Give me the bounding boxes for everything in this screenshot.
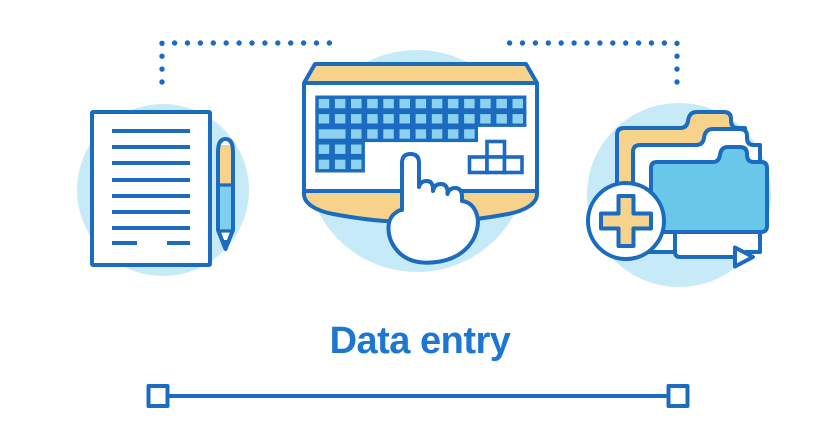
dotted-connector-left [159, 40, 334, 85]
hand-cursor-icon [386, 152, 480, 265]
pen-icon [216, 137, 235, 251]
arrow-keys-cluster [467, 139, 524, 175]
plus-icon [599, 194, 653, 248]
folder-front [649, 145, 769, 234]
arrowhead [733, 245, 755, 269]
keyboard-top-edge [302, 62, 539, 85]
baseline-slider [146, 384, 690, 408]
document-sheet [90, 110, 212, 267]
document-text-lines [112, 129, 190, 245]
folder-stack-icon [586, 103, 771, 287]
keyboard-keys [315, 95, 527, 173]
keyboard-icon [302, 50, 539, 272]
slider-endpoint-left [146, 384, 170, 408]
document-icon [77, 104, 249, 276]
caption-title: Data entry [329, 320, 511, 362]
dotted-connector-right [500, 40, 680, 85]
add-circle-icon [586, 181, 666, 261]
slider-endpoint-right [666, 384, 690, 408]
arrow-right-icon [673, 229, 735, 259]
